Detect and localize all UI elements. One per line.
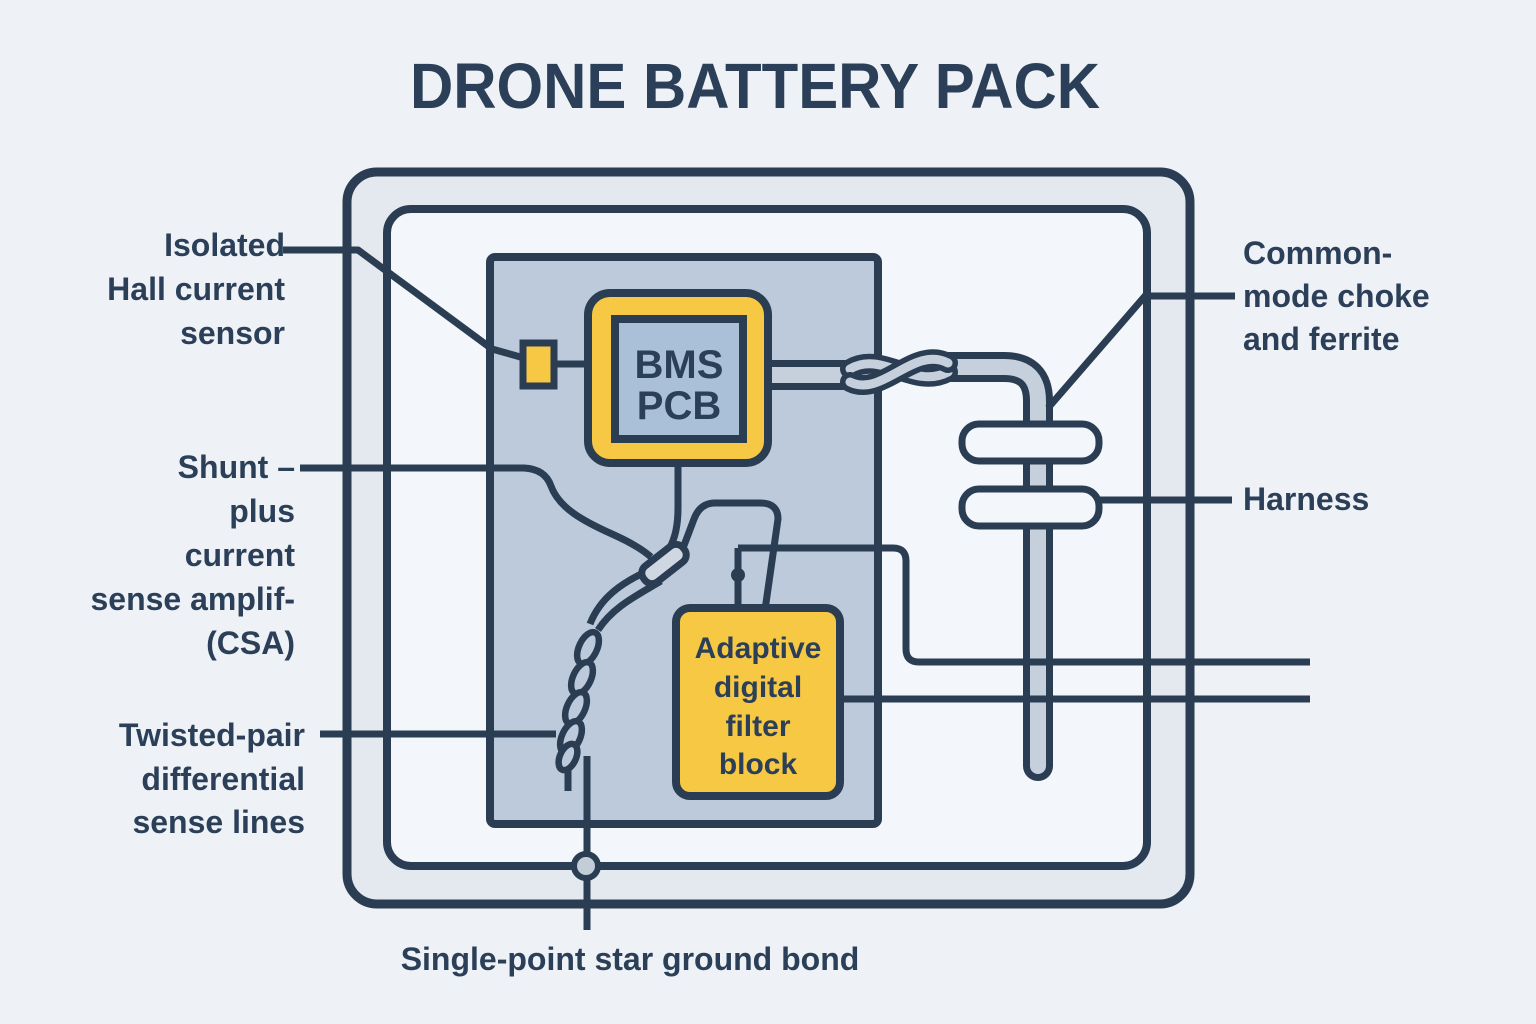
common-mode-line3: and ferrite <box>1243 321 1399 357</box>
common-mode-line2: mode choke <box>1243 278 1430 314</box>
isolated-hall-line2: Hall current <box>107 271 285 307</box>
shunt-line2: plus <box>229 493 295 529</box>
twisted-pair-line2: differential <box>141 761 305 797</box>
label-twisted-pair: Twisted-pair differential sense lines <box>119 717 305 840</box>
bms-inner-square <box>611 315 747 443</box>
isolated-hall-line3: sensor <box>180 315 285 351</box>
common-mode-line1: Common- <box>1243 235 1392 271</box>
common-mode-leader-line <box>1045 292 1235 411</box>
twisted-pair-rope <box>555 628 603 774</box>
label-harness: Harness <box>1243 481 1369 517</box>
label-isolated-hall: Isolated Hall current sensor <box>107 227 285 351</box>
label-star-ground: Single-point star ground bond <box>401 941 860 977</box>
shunt-leader-line <box>300 464 654 560</box>
shunt-line4: sense amplif- <box>90 581 295 617</box>
filter-junction-dot <box>731 568 745 582</box>
shunt-to-filter-loop-line <box>676 499 782 611</box>
shunt-line1: Shunt – <box>178 449 295 485</box>
adaptive-filter-box <box>672 604 844 800</box>
shunt-element <box>638 540 690 588</box>
choke-bead-bottom <box>958 485 1103 530</box>
signal-line-upper <box>738 544 1310 666</box>
wire-twist <box>840 349 958 395</box>
twisted-pair-line1: Twisted-pair <box>119 717 305 753</box>
shunt-line3: current <box>185 537 296 573</box>
bms-label-line2: PCB <box>637 384 721 428</box>
adaptive-filter-block: Adaptive digital filter block <box>672 604 844 800</box>
label-shunt-csa: Shunt – plus current sense amplif- (CSA) <box>90 449 295 661</box>
hall-sensor-block <box>519 339 558 390</box>
bms-pcb-block: BMS PCB <box>584 289 772 467</box>
common-mode-choke <box>958 420 1103 530</box>
adaptive-filter-line3: filter <box>725 710 790 743</box>
bms-label-line1: BMS <box>635 343 724 387</box>
thick-wire <box>766 349 1053 781</box>
adaptive-filter-line4: block <box>719 748 798 781</box>
adaptive-filter-line1: Adaptive <box>695 632 822 665</box>
label-common-mode: Common- mode choke and ferrite <box>1243 235 1430 357</box>
isolated-hall-leader-line <box>283 246 525 362</box>
choke-bead-top <box>958 420 1103 465</box>
isolated-hall-line1: Isolated <box>164 227 285 263</box>
shunt-line5: (CSA) <box>206 625 295 661</box>
adaptive-filter-line2: digital <box>714 671 802 704</box>
star-ground-dot <box>571 851 601 881</box>
page-title: DRONE BATTERY PACK <box>410 50 1100 122</box>
twisted-pair-line3: sense lines <box>132 804 305 840</box>
